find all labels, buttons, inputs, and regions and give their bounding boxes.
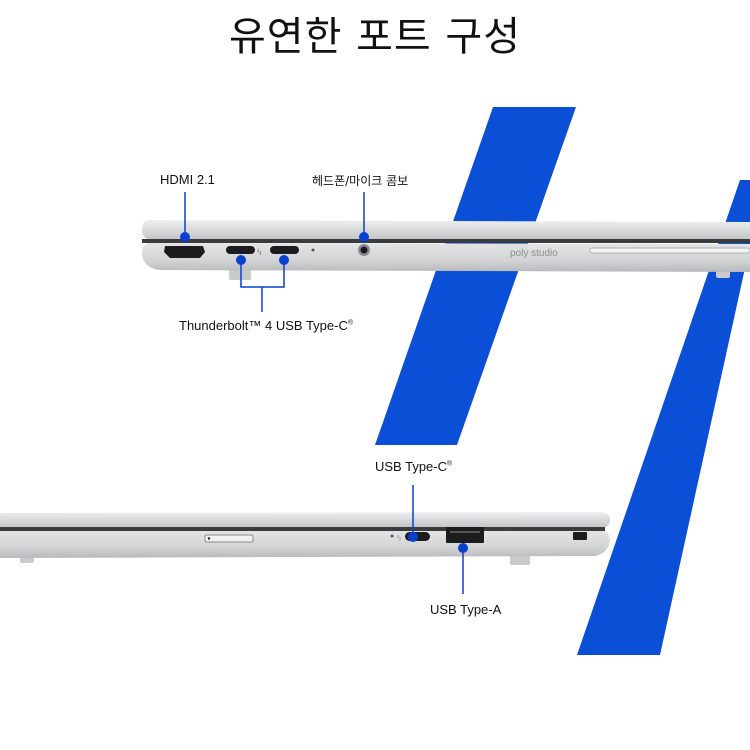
registered-mark: ® bbox=[347, 319, 354, 327]
svg-text:ϟ: ϟ bbox=[397, 534, 402, 543]
registered-mark: ® bbox=[447, 460, 453, 468]
page-title: 유연한 포트 구성 bbox=[228, 14, 522, 60]
blue-stripe-1 bbox=[375, 107, 576, 445]
laptop-right-side: ϟ bbox=[0, 485, 610, 594]
thunderbolt-port-1 bbox=[226, 246, 255, 254]
hdmi-port bbox=[164, 246, 205, 258]
svg-text:ϟ: ϟ bbox=[257, 247, 262, 257]
label-usb-a: USB Type-A bbox=[430, 602, 502, 617]
poly-studio-logo: poly studio bbox=[510, 248, 558, 259]
label-thunderbolt: Thunderbolt™ 4 USB Type-C® bbox=[179, 318, 353, 333]
label-hdmi: HDMI 2.1 bbox=[160, 172, 215, 187]
label-thunderbolt-text: Thunderbolt™ 4 USB Type-C bbox=[179, 318, 348, 333]
laptop-left-side: ϟ bbox=[142, 192, 750, 312]
label-usb-c: USB Type-C® bbox=[375, 459, 452, 474]
thunderbolt-port-2 bbox=[270, 246, 299, 254]
usb-a-port bbox=[446, 527, 484, 543]
label-headphone-mic: 헤드폰/마이크 콤보 bbox=[312, 174, 409, 188]
audio-jack bbox=[360, 246, 368, 254]
blue-stripe-2 bbox=[577, 180, 750, 655]
label-usb-c-text: USB Type-C bbox=[375, 459, 448, 474]
lock-slot bbox=[573, 532, 587, 540]
